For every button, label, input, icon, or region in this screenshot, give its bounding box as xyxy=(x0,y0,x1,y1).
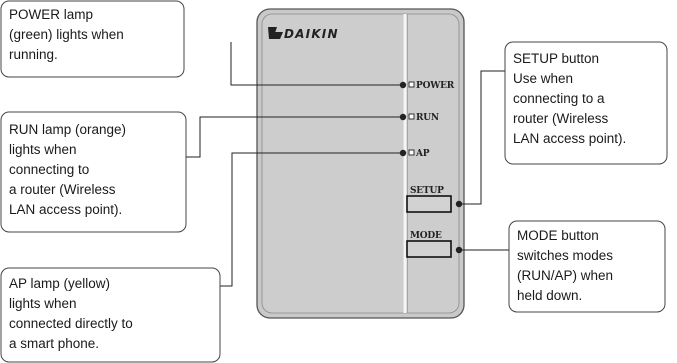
callout-mode-text: MODE button switches modes (RUN/AP) when… xyxy=(517,228,617,303)
callout-power-box xyxy=(0,0,185,78)
run-leader-dot xyxy=(399,113,407,121)
run-lamp-label: RUN xyxy=(416,113,439,123)
callout-run-text: RUN lamp (orange) lights when connecting… xyxy=(9,122,130,217)
run-lamp: RUN xyxy=(408,113,439,123)
ap-leader-dot xyxy=(399,149,407,157)
callout-line: LAN access point). xyxy=(9,202,122,217)
callout-ap-text: AP lamp (yellow) lights when connected d… xyxy=(9,276,137,351)
callout-line: switches modes xyxy=(517,248,613,263)
mode-leader-dot xyxy=(455,246,463,254)
power-leader-dot xyxy=(399,81,407,89)
callout-line: POWER lamp xyxy=(9,7,93,22)
callout-line: AP lamp (yellow) xyxy=(9,276,110,291)
callout-line: connected directly to xyxy=(9,316,133,331)
callout-line: lights when xyxy=(9,296,77,311)
setup-button-label: SETUP xyxy=(410,186,444,196)
wireless-adapter-device: DAIKIN POWER RUN AP SETUP MODE xyxy=(256,8,465,319)
callout-line: RUN lamp (orange) xyxy=(9,122,126,137)
run-lamp-indicator xyxy=(408,113,415,120)
power-lamp: POWER xyxy=(408,81,455,91)
ap-leader-line xyxy=(220,152,403,287)
ap-lamp-indicator xyxy=(408,149,415,156)
power-lamp-label: POWER xyxy=(416,81,455,91)
callout-line: SETUP button xyxy=(513,51,599,66)
power-leader-line xyxy=(230,42,403,86)
callout-power: POWER lamp (green) lights when running. xyxy=(0,0,185,78)
ap-lamp-label: AP xyxy=(415,149,430,159)
callout-mode: MODE button switches modes (RUN/AP) when… xyxy=(508,220,666,313)
setup-leader-line xyxy=(459,70,505,205)
device-body-inner xyxy=(261,13,460,314)
callout-line: LAN access point). xyxy=(513,131,626,146)
daikin-logo: DAIKIN xyxy=(268,27,339,41)
callout-run: RUN lamp (orange) lights when connecting… xyxy=(0,111,187,233)
callout-mode-box xyxy=(508,220,666,313)
run-leader-line xyxy=(186,116,403,158)
callout-line: connecting to xyxy=(9,162,89,177)
callout-setup-text: SETUP button Use when connecting to a ro… xyxy=(513,51,626,146)
callout-line: router (Wireless xyxy=(513,111,609,126)
callout-run-box xyxy=(0,111,187,233)
leader-lines xyxy=(186,42,509,287)
callout-line: a smart phone. xyxy=(9,336,99,351)
callout-power-text: POWER lamp (green) lights when running. xyxy=(9,7,128,62)
callout-line: connecting to a xyxy=(513,91,605,106)
callout-line: (RUN/AP) when xyxy=(517,268,613,283)
leader-dots xyxy=(399,81,463,254)
callout-ap: AP lamp (yellow) lights when connected d… xyxy=(0,267,221,363)
callout-setup-box xyxy=(504,41,668,165)
mode-button-label: MODE xyxy=(410,231,442,241)
daikin-logo-mark xyxy=(268,27,277,39)
callout-line: Use when xyxy=(513,71,573,86)
callout-line: MODE button xyxy=(517,228,599,243)
power-lamp-indicator xyxy=(408,81,415,88)
ap-lamp: AP xyxy=(408,149,430,159)
mode-button[interactable] xyxy=(406,240,452,258)
brand-name: DAIKIN xyxy=(284,27,339,41)
callout-ap-box xyxy=(0,267,221,363)
callout-line: lights when xyxy=(9,142,77,157)
setup-leader-dot xyxy=(455,200,463,208)
callout-line: a router (Wireless xyxy=(9,182,116,197)
callout-setup: SETUP button Use when connecting to a ro… xyxy=(504,41,668,165)
callout-line: running. xyxy=(9,47,58,62)
setup-button[interactable] xyxy=(406,195,452,213)
callout-line: held down. xyxy=(517,288,582,303)
callout-line: (green) lights when xyxy=(9,27,124,42)
